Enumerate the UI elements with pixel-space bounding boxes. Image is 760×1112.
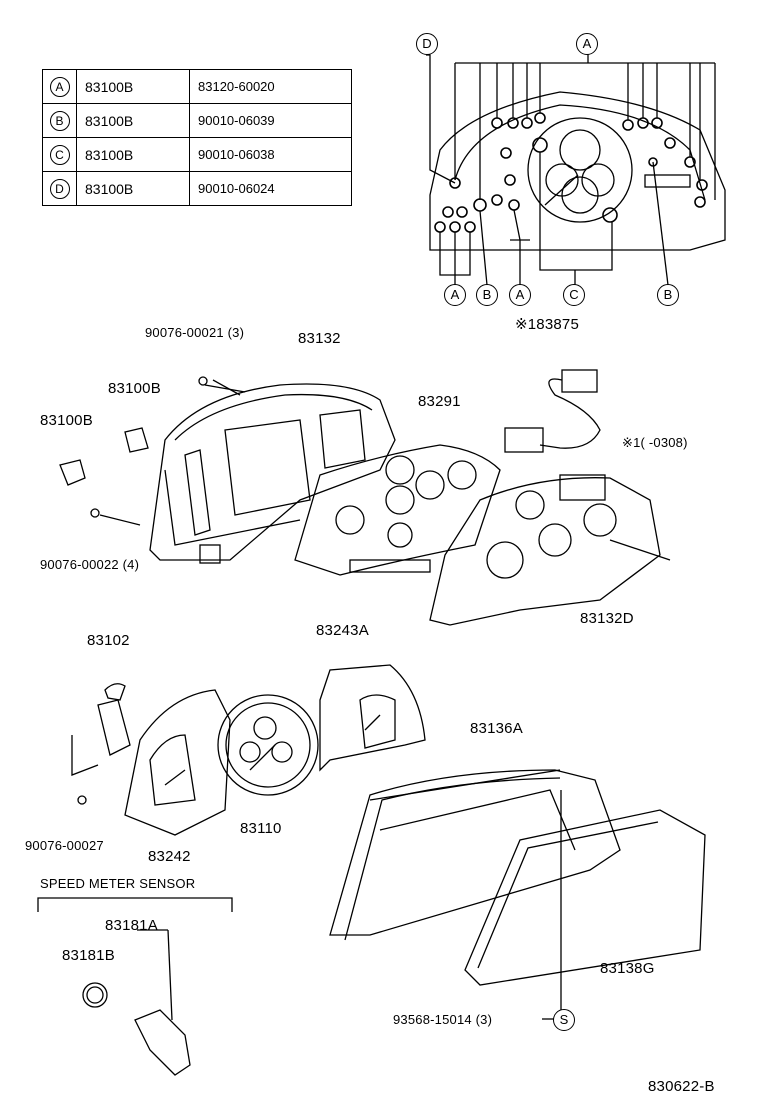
legend-base: 83100B [76,171,190,206]
callout-a-bottom-1: A [444,284,466,306]
label-93568-15014: 93568-15014 (3) [393,1012,493,1027]
o-ring-inner [86,986,104,1004]
cluster-front-view [426,50,726,286]
label-90076-00027: 90076-00027 [25,838,104,853]
label-83132: 83132 [298,330,341,347]
part-83102 [71,683,131,805]
label-83181b: 83181B [62,947,115,964]
plate-83291 [294,444,501,576]
callout-b-bottom-2: B [657,284,679,306]
legend-row: A 83100B 83120-60020 [42,69,352,104]
label-83100b-upper: 83100B [108,380,161,397]
label-90076-00021: 90076-00021 (3) [145,325,245,340]
dial-83242 [124,689,231,836]
sensor-83181a [134,929,191,1076]
speed-sensor-bracket [37,897,233,912]
legend-key: C [49,144,70,165]
legend-row: C 83100B 90010-06038 [42,137,352,172]
screw-90076-00022 [90,508,100,518]
label-83291: 83291 [418,393,461,410]
label-83110: 83110 [240,820,282,837]
label-90076-00022: 90076-00022 (4) [40,557,140,572]
diagram-code: 830622-B [648,1078,715,1095]
label-83132d: 83132D [580,610,634,627]
legend-base: 83100B [76,137,190,172]
legend-part: 83120-60020 [189,69,352,104]
label-note-1: ※1( -0308) [622,435,688,450]
label-speed-meter-sensor: SPEED METER SENSOR [40,876,196,891]
legend-table: A 83100B 83120-60020 B 83100B 90010-0603… [42,69,352,206]
housing-83132d [429,474,671,626]
callout-b-bottom-1: B [476,284,498,306]
callout-c-bottom: C [563,284,585,306]
lens-83136a [329,769,621,941]
legend-part: 90010-06038 [189,137,352,172]
callout-a-bottom-2: A [509,284,531,306]
wire-harness-183875 [504,369,601,453]
clip-83100b [124,427,149,453]
legend-part: 90010-06024 [189,171,352,206]
label-83100b-left: 83100B [40,412,93,429]
legend-row: D 83100B 90010-06024 [42,171,352,206]
callout-d-top: D [416,33,438,55]
legend-row: B 83100B 90010-06039 [42,103,352,138]
legend-key: D [49,178,70,199]
meter-83110 [217,694,319,796]
callout-s: S [553,1009,575,1031]
label-83181a: 83181A [105,917,158,934]
label-83136a: 83136A [470,720,523,737]
label-83242: 83242 [148,848,191,865]
label-83138g: 83138G [600,960,655,977]
legend-base: 83100B [76,103,190,138]
leader-00021 [212,379,241,396]
legend-key: A [49,76,70,97]
label-183875: ※183875 [515,316,580,333]
housing-83132 [99,383,396,564]
cover-83138g [464,809,706,986]
label-83243a: 83243A [316,622,369,639]
clip-83100b-left [59,459,86,486]
label-83102: 83102 [87,632,130,649]
face-83243a [319,664,426,772]
screw-90076-00021 [198,376,208,386]
legend-key: B [49,110,70,131]
callout-a-top: A [576,33,598,55]
o-ring-83181b [82,982,108,1008]
legend-base: 83100B [76,69,190,104]
legend-part: 90010-06039 [189,103,352,138]
